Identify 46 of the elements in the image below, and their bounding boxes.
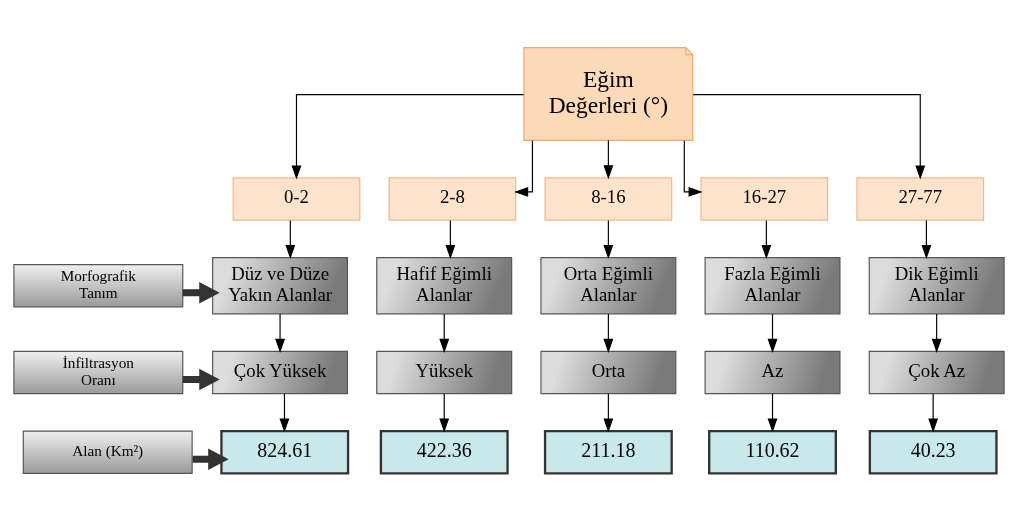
arrow (513, 140, 533, 197)
node-box: Morfografik Tanım (12, 264, 183, 308)
node-box: Yüksek (375, 350, 512, 395)
node-box: Çok Az (868, 350, 1005, 395)
arrow (760, 219, 771, 260)
arrow (767, 393, 777, 433)
node-box: 27-77 (855, 177, 984, 221)
arrow (279, 393, 289, 433)
node-box: 0-2 (232, 177, 360, 221)
node-box: 16-27 (699, 177, 828, 221)
node-box: 8-16 (543, 177, 672, 221)
node-box: Düz ve Düze Yakın Alanlar (211, 257, 348, 315)
arrow (438, 393, 449, 433)
arrow (192, 448, 229, 470)
arrow (683, 140, 703, 197)
node-box: Dik Eğimli Alanlar (868, 257, 1005, 315)
arrow (602, 393, 613, 433)
arrow (182, 282, 220, 304)
arrow (927, 393, 938, 433)
node-box: İnfiltrasyon Oranı (12, 350, 183, 395)
node-box: Fazla Eğimli Alanlar (704, 257, 841, 315)
arrow (291, 94, 524, 180)
arrow (274, 313, 285, 353)
arrow (182, 368, 220, 391)
node-box: Hafif Eğimli Alanlar (375, 257, 512, 315)
arrow (602, 139, 613, 180)
arrow (921, 219, 931, 260)
arrow (931, 313, 942, 353)
arrow (602, 219, 613, 260)
arrow (692, 94, 925, 180)
node-box: 40.23 (868, 429, 998, 475)
node-box: 422.36 (379, 429, 509, 475)
arrow (284, 219, 295, 260)
node-box: Az (704, 350, 841, 395)
node-box: Orta (539, 350, 676, 395)
arrow (444, 219, 455, 260)
node-box: 211.18 (543, 429, 673, 475)
node-box: 110.62 (707, 429, 837, 475)
node-box: Çok Yüksek (211, 350, 348, 395)
node-box: Alan (Km²) (22, 430, 193, 474)
arrow (438, 313, 449, 353)
node-box: Orta Eğimli Alanlar (539, 257, 676, 315)
arrow (767, 313, 777, 353)
node-box: 824.61 (219, 429, 349, 475)
arrow (602, 313, 613, 353)
node-box: 2-8 (388, 177, 516, 221)
